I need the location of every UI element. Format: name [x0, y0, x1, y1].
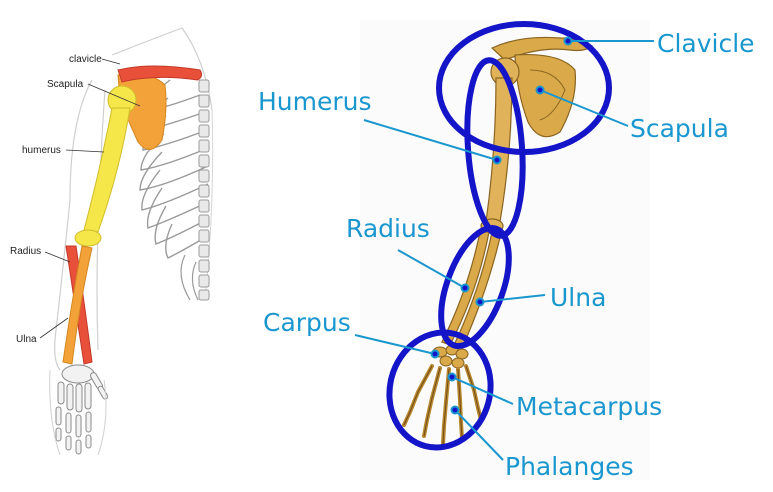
- left-arm-illustration: clavicle Scapula humerus Radius Ulna: [10, 28, 213, 455]
- label-left-ulna: Ulna: [16, 334, 37, 345]
- label-left-radius: Radius: [10, 246, 41, 257]
- label-right-phalanges: Phalanges: [505, 452, 634, 481]
- label-left-scapula: Scapula: [47, 79, 84, 90]
- left-clavicle-shape: [118, 66, 202, 82]
- label-right-radius: Radius: [346, 214, 430, 243]
- label-right-clavicle: Clavicle: [657, 29, 755, 58]
- spine: [199, 80, 209, 300]
- right-arm-illustration: Clavicle Scapula Humerus Radius Ulna Car…: [258, 20, 755, 481]
- label-left-clavicle: clavicle: [69, 54, 102, 65]
- label-right-carpus: Carpus: [263, 308, 351, 337]
- label-right-scapula: Scapula: [630, 114, 729, 143]
- label-left-humerus: humerus: [22, 145, 61, 156]
- left-hand-bones: [56, 365, 109, 454]
- left-humerus-shape: [84, 108, 130, 232]
- label-right-ulna: Ulna: [550, 283, 606, 312]
- label-right-metacarpus: Metacarpus: [516, 392, 662, 421]
- label-right-humerus: Humerus: [258, 87, 372, 116]
